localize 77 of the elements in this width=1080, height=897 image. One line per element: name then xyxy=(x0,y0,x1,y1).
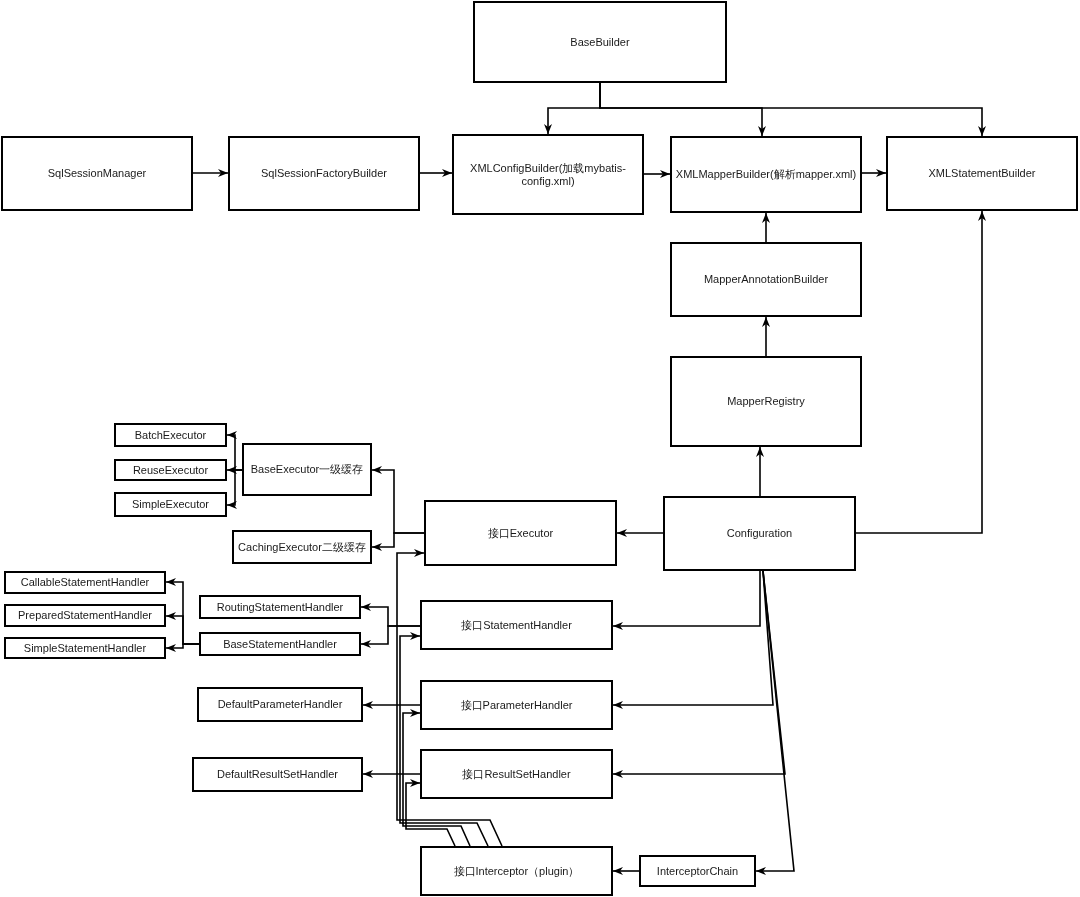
arrow xyxy=(762,212,770,243)
class-box xyxy=(192,757,363,792)
class-box xyxy=(420,600,613,650)
class-box xyxy=(232,530,372,564)
class-box xyxy=(197,687,363,722)
arrow xyxy=(612,570,761,630)
class-box xyxy=(114,423,227,447)
arrow xyxy=(612,867,640,875)
class-box xyxy=(228,136,420,211)
class-name: BaseStatementHandler xyxy=(223,637,337,651)
class-name: SqlSessionManager xyxy=(47,167,147,180)
arrow xyxy=(755,570,795,875)
arrow xyxy=(360,625,421,648)
class-name: 接口Interceptor（plugin） xyxy=(453,864,580,878)
class-name: InterceptorChain xyxy=(656,864,739,878)
class-box xyxy=(670,136,862,213)
class-name: SqlSessionFactoryBuilder xyxy=(261,167,387,180)
class-box xyxy=(242,443,372,496)
class-name: 接口StatementHandler xyxy=(461,618,572,632)
class-name: CallableStatementHandler xyxy=(20,576,150,589)
class-box xyxy=(886,136,1078,211)
arrow xyxy=(362,701,421,709)
class-name: RoutingStatementHandler xyxy=(216,600,344,614)
arrow xyxy=(861,169,887,177)
arrow xyxy=(165,643,200,652)
class-box xyxy=(114,459,227,481)
class-name: XMLMapperBuilder(解析mapper.xml) xyxy=(675,168,857,181)
class-name: 接口Executor xyxy=(487,526,554,540)
class-box xyxy=(639,855,756,887)
class-box xyxy=(4,571,166,594)
arrow xyxy=(371,532,425,551)
class-name: 接口ResultSetHandler xyxy=(462,767,571,781)
arrow xyxy=(396,549,503,847)
class-box xyxy=(199,632,361,656)
class-name: 接口ParameterHandler xyxy=(460,698,573,712)
class-box xyxy=(670,356,862,447)
arrow xyxy=(419,169,453,177)
class-box xyxy=(670,242,862,317)
class-name: ReuseExecutor xyxy=(132,463,209,477)
arrow xyxy=(192,169,229,177)
class-name: DefaultParameterHandler xyxy=(217,698,343,711)
arrow xyxy=(762,316,770,357)
class-name: SimpleExecutor xyxy=(131,498,209,511)
class-box xyxy=(4,637,166,659)
class-name: MapperRegistry xyxy=(727,395,805,408)
class-name: BaseBuilder xyxy=(570,35,630,49)
arrow xyxy=(226,469,243,509)
arrow xyxy=(599,82,986,137)
arrow xyxy=(402,709,471,847)
arrow xyxy=(756,446,764,497)
arrow xyxy=(616,529,664,537)
class-name: DefaultResultSetHandler xyxy=(216,768,339,781)
class-box xyxy=(4,604,166,627)
class-box xyxy=(114,492,227,517)
class-box xyxy=(420,846,613,896)
class-box xyxy=(424,500,617,566)
arrow xyxy=(405,779,456,847)
class-box xyxy=(420,680,613,730)
class-box xyxy=(1,136,193,211)
class-box xyxy=(663,496,856,571)
class-box xyxy=(473,1,727,83)
class-box xyxy=(420,749,613,799)
class-name: BaseExecutor一级缓存 xyxy=(250,463,364,476)
arrow xyxy=(855,210,986,534)
class-box xyxy=(199,595,361,619)
class-name: MapperAnnotationBuilder xyxy=(703,273,829,286)
class-name: Configuration xyxy=(726,527,793,540)
class-name: SimpleStatementHandler xyxy=(23,641,147,655)
arrow xyxy=(399,632,489,847)
class-name: BatchExecutor xyxy=(134,428,207,442)
class-name: XMLConfigBuilder(加载mybatis-config.xml) xyxy=(469,161,627,188)
class-name: PreparedStatementHandler xyxy=(18,609,152,622)
class-name: XMLStatementBuilder xyxy=(928,167,1036,180)
arrow xyxy=(643,170,671,178)
class-name: CachingExecutor二级缓存 xyxy=(238,540,366,554)
arrow xyxy=(362,770,421,778)
class-box xyxy=(452,134,644,215)
